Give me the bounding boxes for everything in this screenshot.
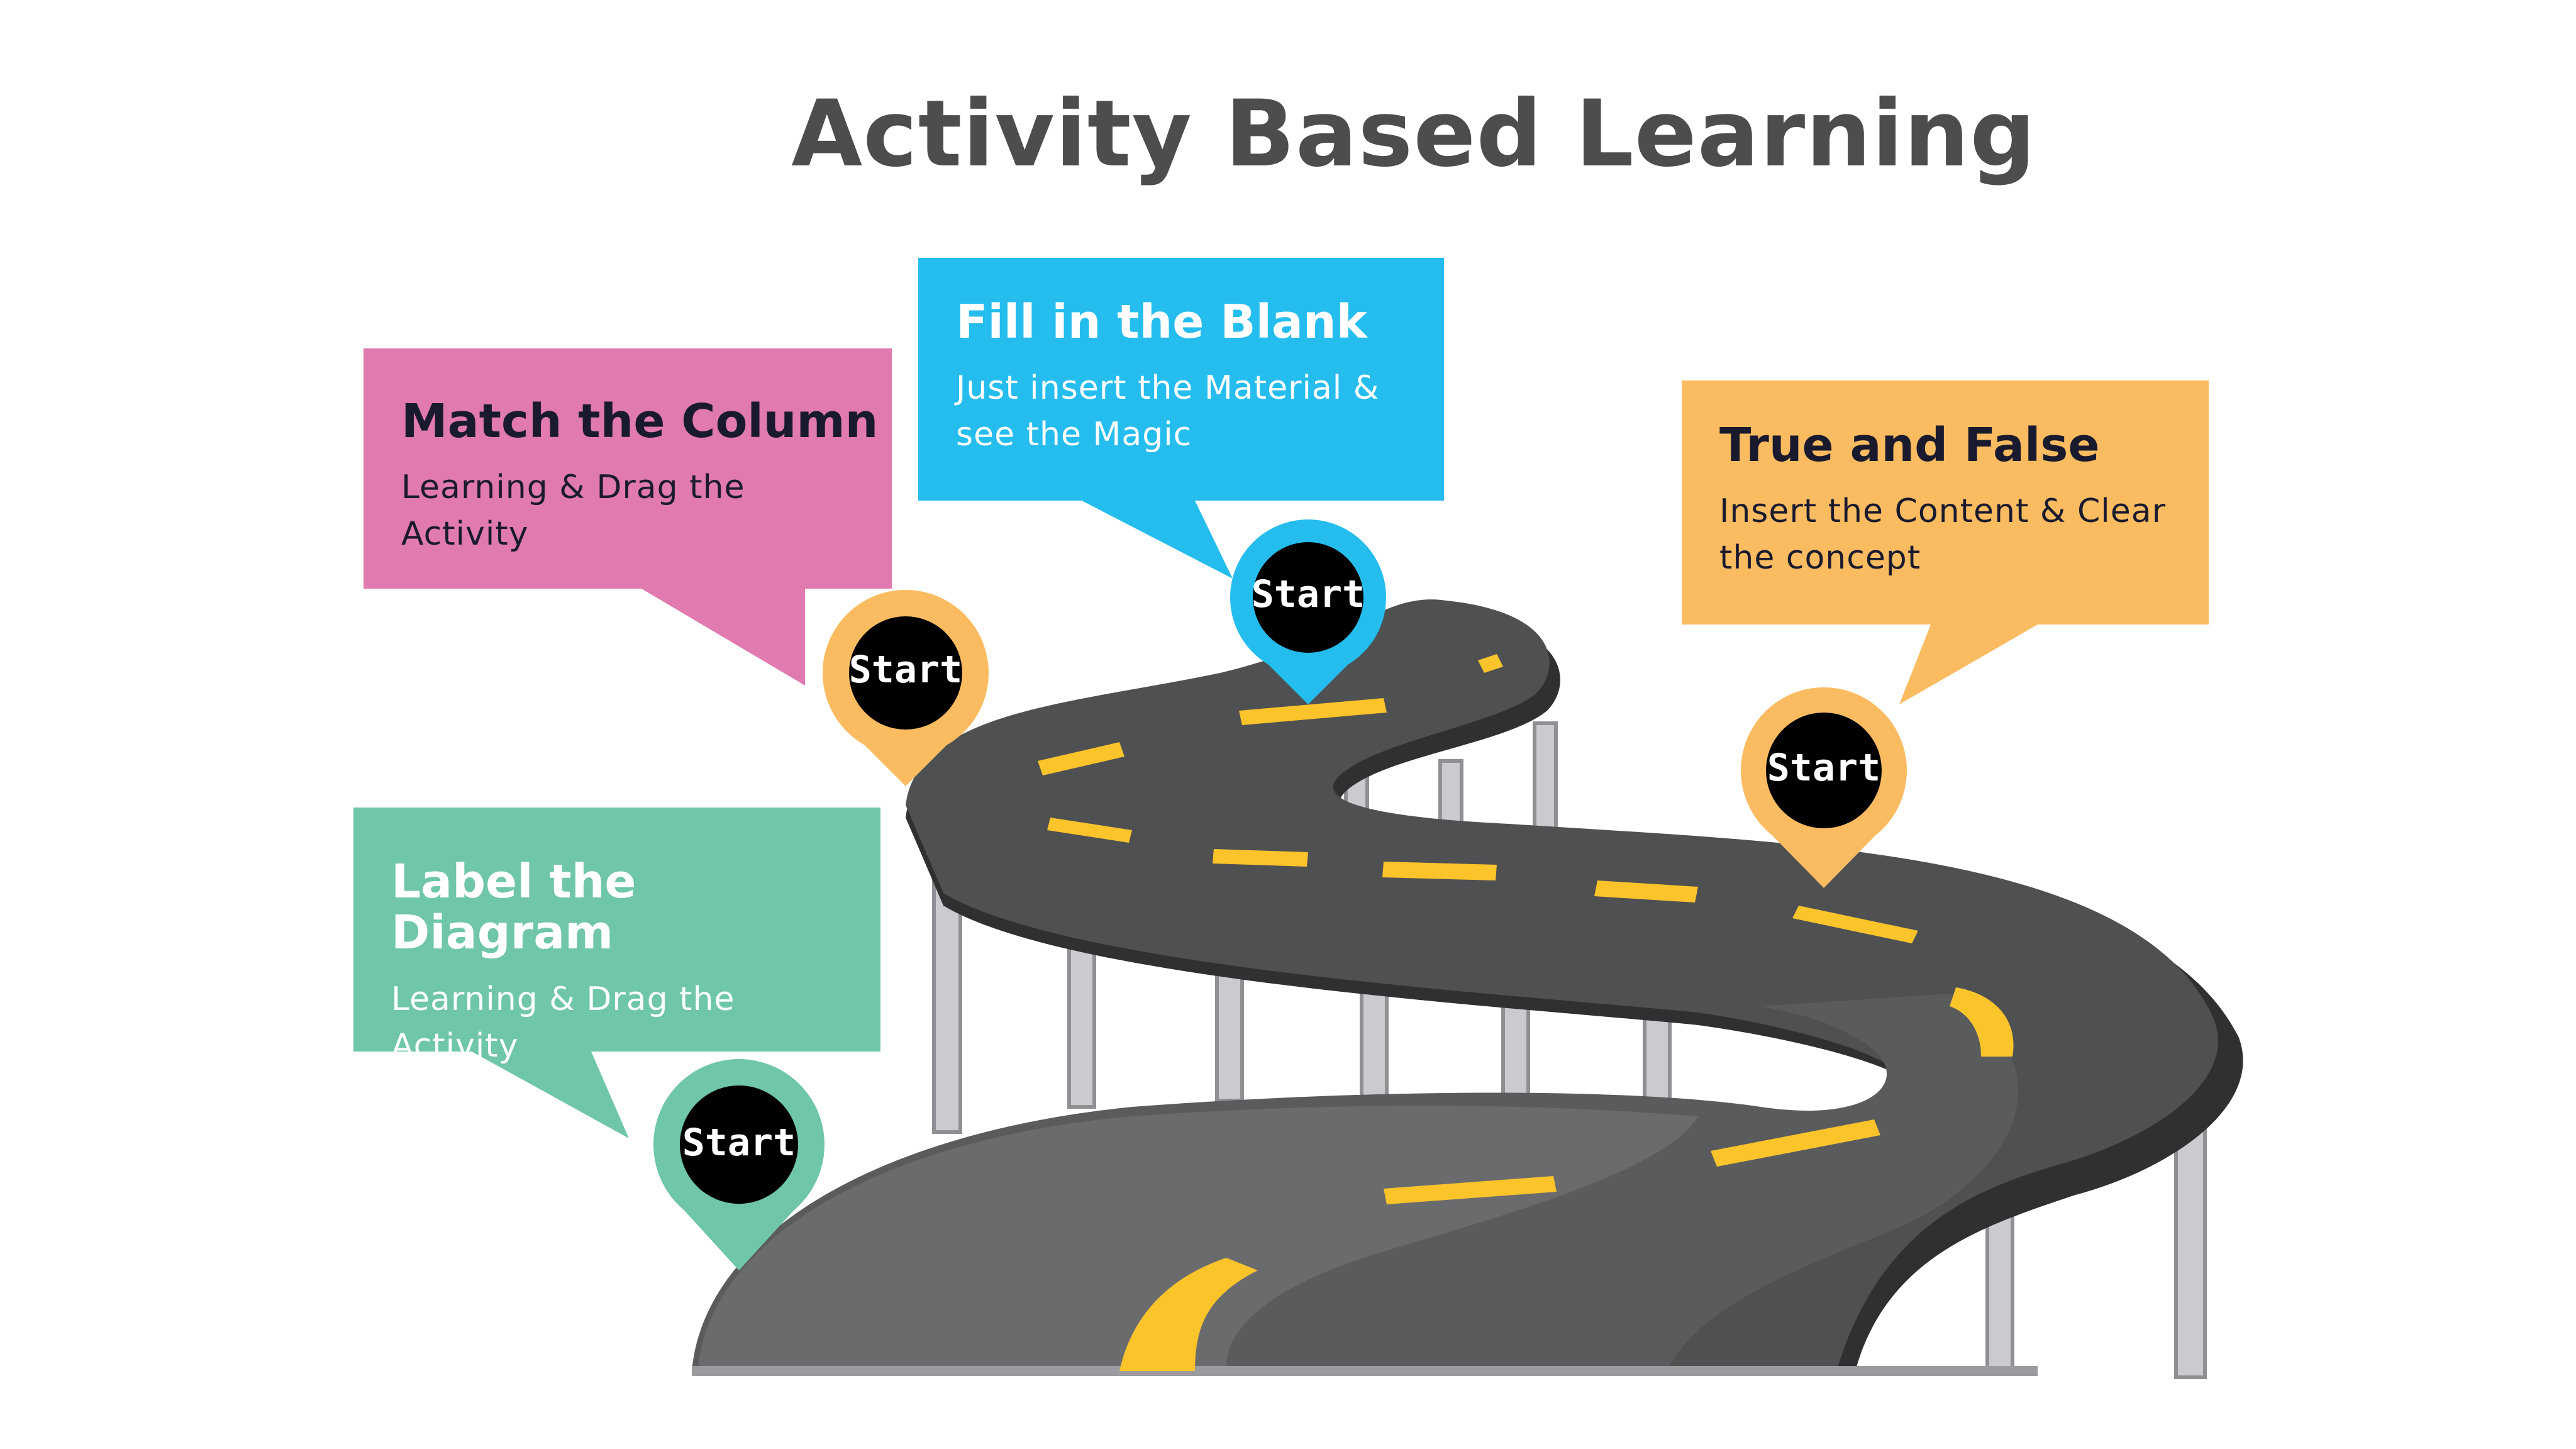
callout-title-label: Label the Diagram	[391, 855, 636, 960]
callout-text-fill: Fill in the Blank Just insert the Materi…	[956, 295, 1434, 458]
pin-label-fill[interactable]: Start	[1251, 572, 1365, 616]
callout-desc-fill-2: see the Magic	[956, 416, 1192, 454]
callout-text-label: Label the Diagram Learning & Drag the Ac…	[391, 855, 869, 1069]
pin-label-match[interactable]: Start	[848, 648, 963, 692]
callout-text-truefalse: True and False Insert the Content & Clea…	[1719, 418, 2197, 582]
pin-label-diagram[interactable]	[653, 1059, 824, 1270]
callout-desc-match-1: Learning & Drag the	[401, 469, 745, 507]
pin-label-truefalse[interactable]: Start	[1767, 746, 1881, 790]
callout-label-diagram	[353, 808, 880, 1138]
callout-fill-blank	[918, 258, 1444, 579]
pin-label-label[interactable]: Start	[682, 1121, 796, 1165]
callout-desc-fill-1: Just insert the Material &	[956, 369, 1380, 408]
pin-fill-blank[interactable]	[1230, 519, 1386, 704]
callout-text-match: Match the Column Learning & Drag the Act…	[401, 396, 879, 558]
callout-desc-match-2: Activity	[401, 515, 529, 553]
callout-match-column	[364, 348, 892, 686]
lane-markings	[1038, 654, 2014, 1371]
callout-desc-label-2: Activity	[391, 1026, 519, 1065]
callout-desc-label-1: Learning & Drag the	[391, 980, 735, 1018]
callout-desc-truefalse-1: Insert the Content & Clear	[1719, 492, 2166, 531]
road-lower-top	[698, 1106, 1698, 1368]
pin-match-column[interactable]	[823, 590, 989, 786]
pin-true-false[interactable]	[1741, 687, 1907, 888]
callout-title-match: Match the Column	[401, 394, 879, 448]
callout-true-false	[1682, 380, 2209, 704]
callout-desc-truefalse-2: the concept	[1719, 539, 1921, 577]
callout-title-truefalse: True and False	[1719, 418, 2100, 472]
callout-title-fill: Fill in the Blank	[956, 295, 1367, 349]
road-base-line	[692, 1366, 2038, 1376]
page-title: Activity Based Learning	[791, 80, 2036, 187]
